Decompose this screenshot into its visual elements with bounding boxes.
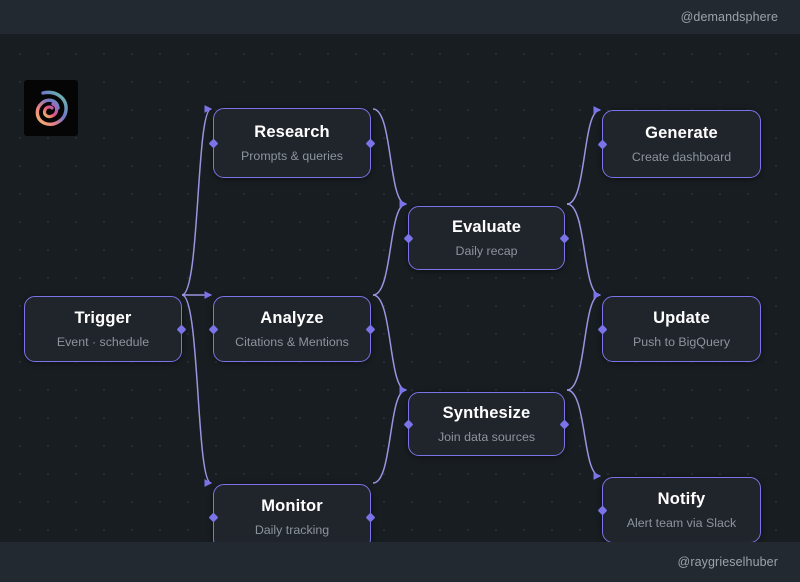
node-title: Monitor: [261, 496, 323, 515]
edge-evaluate-generate: [566, 106, 602, 205]
node-subtitle: Daily tracking: [254, 522, 330, 537]
node-title: Synthesize: [442, 403, 531, 422]
node-notify[interactable]: Notify Alert team via Slack: [597, 477, 761, 542]
flow-canvas[interactable]: Trigger Event · schedule Research Prompt…: [0, 34, 800, 542]
node-subtitle: Create dashboard: [631, 149, 732, 164]
node-subtitle: Push to BigQuery: [632, 334, 731, 349]
port-output[interactable]: [365, 324, 376, 334]
node-monitor[interactable]: Monitor Daily tracking: [208, 484, 376, 542]
port-input[interactable]: [208, 138, 219, 148]
port-input[interactable]: [597, 324, 608, 334]
logo-glyph: [35, 90, 68, 126]
port-output[interactable]: [365, 512, 376, 522]
node-title: Trigger: [74, 308, 132, 327]
footer-handle: @raygrieselhuber: [677, 555, 778, 569]
node-generate[interactable]: Generate Create dashboard: [597, 110, 761, 178]
port-output[interactable]: [559, 419, 570, 429]
port-input[interactable]: [403, 419, 414, 429]
edge-synthesize-update: [566, 291, 602, 391]
node-subtitle: Alert team via Slack: [626, 515, 737, 530]
node-title: Generate: [645, 123, 718, 142]
port-input[interactable]: [597, 505, 608, 515]
port-output[interactable]: [559, 233, 570, 243]
edge-monitor-synthesize: [372, 386, 408, 484]
node-title: Update: [653, 308, 710, 327]
edge-trigger-monitor: [181, 294, 213, 487]
edge-trigger-research: [181, 105, 213, 296]
port-input[interactable]: [597, 139, 608, 149]
node-subtitle: Daily recap: [455, 243, 518, 258]
header-bar: @demandsphere: [0, 0, 800, 34]
demandsphere-d-logo-icon: [24, 80, 78, 136]
node-update[interactable]: Update Push to BigQuery: [597, 296, 761, 362]
node-subtitle: Prompts & queries: [241, 148, 343, 163]
header-handle: @demandsphere: [680, 10, 778, 24]
node-evaluate[interactable]: Evaluate Daily recap: [403, 206, 570, 270]
edge-evaluate-update: [566, 203, 602, 299]
node-research[interactable]: Research Prompts & queries: [208, 108, 376, 178]
edge-analyze-evaluate: [372, 200, 408, 296]
node-title: Evaluate: [451, 217, 522, 236]
node-title: Research: [254, 122, 330, 141]
port-input[interactable]: [208, 324, 219, 334]
edge-analyze-synthesize: [372, 294, 408, 394]
node-synthesize[interactable]: Synthesize Join data sources: [403, 392, 570, 456]
port-input[interactable]: [208, 512, 219, 522]
edge-synthesize-notify: [566, 389, 602, 480]
node-subtitle: Event · schedule: [56, 334, 150, 349]
footer-bar: @raygrieselhuber: [0, 542, 800, 582]
node-title: Analyze: [260, 308, 324, 327]
port-output[interactable]: [176, 324, 187, 334]
node-analyze[interactable]: Analyze Citations & Mentions: [208, 296, 376, 362]
port-input[interactable]: [403, 233, 414, 243]
node-subtitle: Join data sources: [437, 429, 536, 444]
node-title: Notify: [657, 489, 706, 508]
node-trigger[interactable]: Trigger Event · schedule: [24, 296, 187, 362]
edge-research-evaluate: [372, 108, 408, 208]
port-output[interactable]: [365, 138, 376, 148]
node-subtitle: Citations & Mentions: [235, 334, 349, 349]
